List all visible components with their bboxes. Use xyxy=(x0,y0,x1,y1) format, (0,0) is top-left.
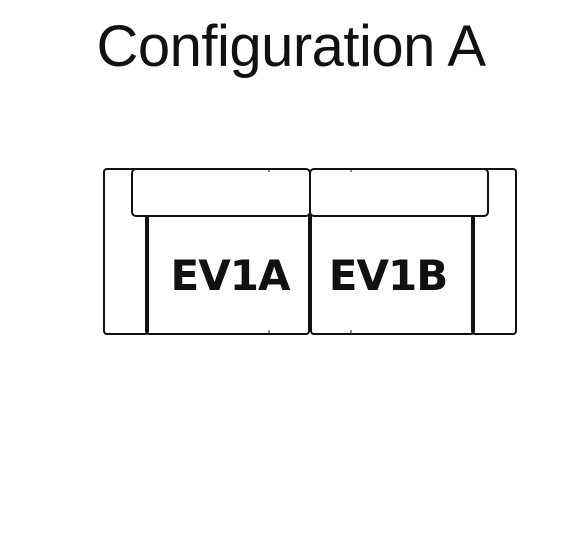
seat-label-right: EV1B xyxy=(329,251,447,300)
left-arm xyxy=(103,168,149,335)
back-cushion-right xyxy=(309,168,489,217)
configuration-title: Configuration A xyxy=(96,14,486,79)
right-arm xyxy=(471,168,517,335)
seat-label-left: EV1A xyxy=(171,251,291,300)
back-cushion-left xyxy=(131,168,311,217)
